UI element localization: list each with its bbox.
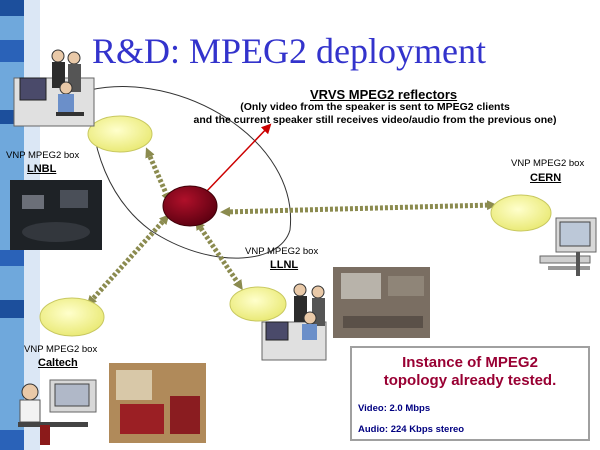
lnbl-site-name: LNBL bbox=[27, 163, 57, 175]
mpeg2-box-caltech bbox=[39, 297, 105, 337]
vrvs-reflectors-note: (Only video from the speaker is sent to … bbox=[160, 101, 590, 127]
llnl-site-name: LLNL bbox=[270, 259, 299, 271]
link-lnbl bbox=[145, 147, 171, 203]
tested-topology-box: Instance of MPEG2 topology already teste… bbox=[350, 346, 590, 441]
mpeg2-box-llnl bbox=[229, 286, 287, 322]
audio-bitrate: Audio: 224 Kbps stereo bbox=[358, 424, 465, 435]
tested-topology-headline: Instance of MPEG2 topology already teste… bbox=[352, 354, 588, 390]
caltech-box-label: VNP MPEG2 box bbox=[24, 344, 98, 355]
headline-line-2: topology already tested. bbox=[383, 372, 557, 389]
vrvs-reflector bbox=[162, 185, 218, 227]
video-bitrate: Video: 2.0 Mbps bbox=[358, 403, 431, 414]
link-caltech bbox=[86, 214, 170, 306]
lnbl-room-photo bbox=[10, 180, 102, 250]
vrvs-note-line-1: (Only video from the speaker is sent to … bbox=[240, 101, 510, 113]
llnl-box-label: VNP MPEG2 box bbox=[245, 246, 319, 257]
vrvs-reflectors-title: VRVS MPEG2 reflectors bbox=[310, 87, 458, 102]
headline-line-1: Instance of MPEG2 bbox=[402, 354, 538, 371]
caltech-workstation-illustration bbox=[18, 379, 97, 445]
page-title: R&D: MPEG2 deployment bbox=[92, 31, 486, 71]
caltech-room-photo bbox=[109, 363, 206, 443]
reflector-ring bbox=[89, 86, 291, 259]
lnbl-box-label: VNP MPEG2 box bbox=[6, 150, 80, 161]
llnl-workstation-illustration bbox=[261, 283, 327, 361]
cern-box-label: VNP MPEG2 box bbox=[511, 158, 585, 169]
cern-site-name: CERN bbox=[530, 172, 562, 184]
link-llnl bbox=[195, 219, 243, 291]
lnbl-workstation-illustration bbox=[13, 49, 95, 127]
link-cern bbox=[220, 200, 497, 217]
llnl-room-photo bbox=[333, 267, 430, 338]
caltech-site-name: Caltech bbox=[38, 357, 78, 369]
mpeg2-box-lnbl bbox=[87, 115, 153, 153]
mpeg2-box-cern bbox=[490, 194, 552, 232]
cern-workstation-illustration bbox=[539, 217, 597, 276]
vrvs-note-line-2: and the current speaker still receives v… bbox=[193, 114, 557, 126]
reflector-callout-arrow bbox=[204, 123, 272, 194]
